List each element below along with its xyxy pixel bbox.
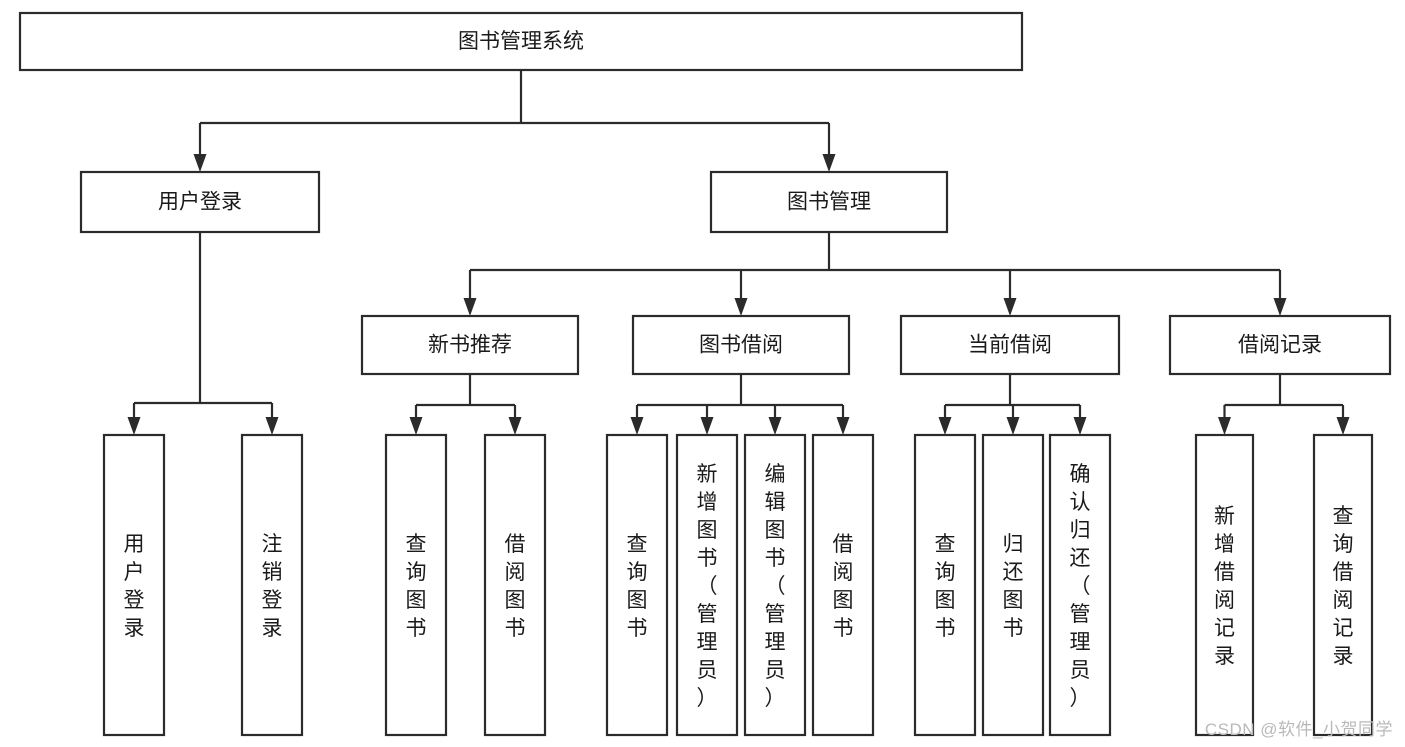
arrowhead-icon bbox=[630, 417, 644, 435]
csdn-watermark: CSDN @软件_小贺同学 bbox=[1204, 720, 1393, 739]
node-label-leaf-add-borrow-record: 新增借阅记录 bbox=[1214, 505, 1235, 668]
node-leaf-edit-book-admin[interactable]: 编辑图书（管理员） bbox=[743, 433, 807, 737]
node-box-current-borrow[interactable] bbox=[899, 314, 1121, 376]
node-leaf-user-login[interactable]: 用户登录 bbox=[102, 433, 166, 737]
arrowhead-icon bbox=[938, 417, 952, 435]
node-label-book-management: 图书管理 bbox=[787, 191, 871, 214]
node-label-leaf-confirm-return-admin: 确认归还（管理员） bbox=[1070, 463, 1091, 710]
node-box-leaf-logout-login[interactable] bbox=[240, 433, 304, 737]
node-box-leaf-add-borrow-record[interactable] bbox=[1194, 433, 1255, 737]
arrowhead-icon bbox=[836, 417, 850, 435]
node-label-leaf-return-book: 归还图书 bbox=[1003, 533, 1024, 640]
arrowhead-icon bbox=[1073, 417, 1087, 435]
node-book-borrow[interactable]: 图书借阅 bbox=[631, 314, 851, 376]
node-label-root: 图书管理系统 bbox=[458, 30, 584, 53]
node-box-leaf-borrow-book[interactable] bbox=[811, 433, 875, 737]
node-box-leaf-query-book-current[interactable] bbox=[913, 433, 977, 737]
node-leaf-logout-login[interactable]: 注销登录 bbox=[240, 433, 304, 737]
node-leaf-query-book-current[interactable]: 查询图书 bbox=[913, 433, 977, 737]
node-current-borrow[interactable]: 当前借阅 bbox=[899, 314, 1121, 376]
arrowhead-icon bbox=[700, 417, 714, 435]
node-leaf-borrow-book[interactable]: 借阅图书 bbox=[811, 433, 875, 737]
arrowhead-icon bbox=[508, 417, 522, 435]
node-leaf-query-book-recommend[interactable]: 查询图书 bbox=[384, 433, 448, 737]
arrowhead-icon bbox=[1273, 298, 1287, 316]
node-box-user-login[interactable] bbox=[79, 170, 321, 234]
arrowhead-icon bbox=[1003, 298, 1017, 316]
connector-layer bbox=[127, 70, 1350, 435]
node-label-borrow-record: 借阅记录 bbox=[1238, 334, 1322, 357]
node-label-user-login: 用户登录 bbox=[158, 191, 242, 214]
node-borrow-record[interactable]: 借阅记录 bbox=[1168, 314, 1392, 376]
node-book-management[interactable]: 图书管理 bbox=[709, 170, 949, 234]
arrowhead-icon bbox=[127, 417, 141, 435]
node-label-current-borrow: 当前借阅 bbox=[968, 334, 1052, 357]
node-leaf-return-book[interactable]: 归还图书 bbox=[981, 433, 1045, 737]
node-box-leaf-return-book[interactable] bbox=[981, 433, 1045, 737]
node-layer: 图书管理系统用户登录图书管理新书推荐图书借阅当前借阅借阅记录用户登录注销登录查询… bbox=[18, 11, 1392, 737]
node-label-leaf-borrow-book-recommend: 借阅图书 bbox=[505, 533, 526, 640]
node-label-leaf-query-borrow-record: 查询借阅记录 bbox=[1333, 505, 1354, 668]
node-box-leaf-query-book-recommend[interactable] bbox=[384, 433, 448, 737]
node-leaf-add-borrow-record[interactable]: 新增借阅记录 bbox=[1194, 433, 1255, 737]
node-label-leaf-query-book-borrow: 查询图书 bbox=[627, 533, 648, 640]
node-label-leaf-query-book-recommend: 查询图书 bbox=[406, 533, 427, 640]
arrowhead-icon bbox=[265, 417, 279, 435]
node-box-root[interactable] bbox=[18, 11, 1024, 72]
arrowhead-icon bbox=[734, 298, 748, 316]
node-box-leaf-add-book-admin[interactable] bbox=[675, 433, 739, 737]
node-box-leaf-query-book-borrow[interactable] bbox=[605, 433, 669, 737]
arrowhead-icon bbox=[409, 417, 423, 435]
connector-recommend-to-leaves bbox=[409, 374, 522, 435]
node-user-login[interactable]: 用户登录 bbox=[79, 170, 321, 234]
node-label-leaf-user-login: 用户登录 bbox=[124, 533, 145, 640]
arrowhead-icon bbox=[1218, 417, 1231, 435]
node-leaf-borrow-book-recommend[interactable]: 借阅图书 bbox=[483, 433, 547, 737]
node-leaf-query-book-borrow[interactable]: 查询图书 bbox=[605, 433, 669, 737]
node-box-borrow-record[interactable] bbox=[1168, 314, 1392, 376]
node-box-leaf-edit-book-admin[interactable] bbox=[743, 433, 807, 737]
node-label-leaf-logout-login: 注销登录 bbox=[262, 533, 283, 640]
arrowhead-icon bbox=[463, 298, 477, 316]
node-leaf-query-borrow-record[interactable]: 查询借阅记录 bbox=[1312, 433, 1374, 737]
node-leaf-add-book-admin[interactable]: 新增图书（管理员） bbox=[675, 433, 739, 737]
node-leaf-confirm-return-admin[interactable]: 确认归还（管理员） bbox=[1048, 433, 1112, 737]
connector-record-to-leaves bbox=[1218, 374, 1350, 435]
node-label-new-book-recommend: 新书推荐 bbox=[428, 334, 512, 357]
arrowhead-icon bbox=[193, 154, 207, 172]
node-box-leaf-borrow-book-recommend[interactable] bbox=[483, 433, 547, 737]
node-box-new-book-recommend[interactable] bbox=[360, 314, 580, 376]
connector-current-to-leaves bbox=[938, 374, 1087, 435]
connector-userlogin-to-leaves bbox=[127, 232, 279, 435]
node-label-leaf-add-book-admin: 新增图书（管理员） bbox=[697, 463, 718, 710]
node-label-leaf-borrow-book: 借阅图书 bbox=[833, 533, 854, 640]
node-root[interactable]: 图书管理系统 bbox=[18, 11, 1024, 72]
connector-bookmgmt-to-level3 bbox=[463, 232, 1287, 316]
node-box-book-management[interactable] bbox=[709, 170, 949, 234]
arrowhead-icon bbox=[768, 417, 782, 435]
node-box-leaf-confirm-return-admin[interactable] bbox=[1048, 433, 1112, 737]
node-new-book-recommend[interactable]: 新书推荐 bbox=[360, 314, 580, 376]
node-box-leaf-query-borrow-record[interactable] bbox=[1312, 433, 1374, 737]
connector-borrow-to-leaves bbox=[630, 374, 850, 435]
arrowhead-icon bbox=[1006, 417, 1020, 435]
node-box-leaf-user-login[interactable] bbox=[102, 433, 166, 737]
arrowhead-icon bbox=[822, 154, 836, 172]
node-box-book-borrow[interactable] bbox=[631, 314, 851, 376]
arrowhead-icon bbox=[1336, 417, 1350, 435]
node-label-leaf-query-book-current: 查询图书 bbox=[935, 533, 956, 640]
node-label-leaf-edit-book-admin: 编辑图书（管理员） bbox=[765, 463, 786, 710]
connector-root-to-level2 bbox=[193, 70, 836, 172]
node-label-book-borrow: 图书借阅 bbox=[699, 334, 783, 357]
